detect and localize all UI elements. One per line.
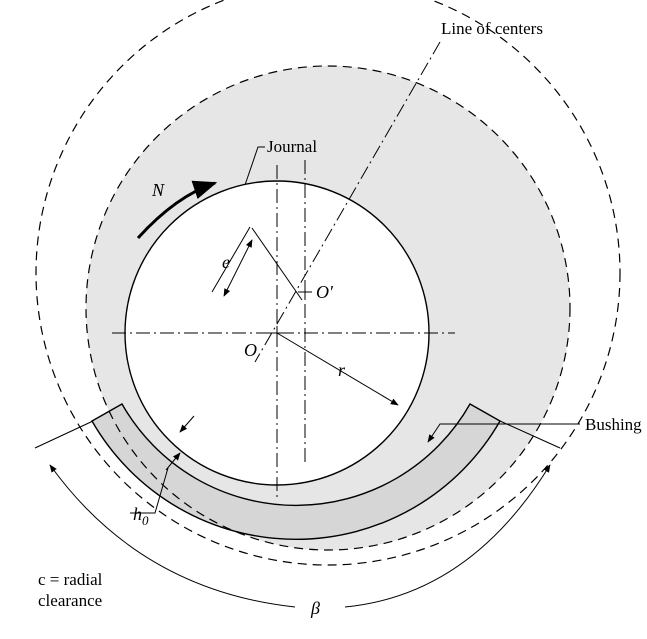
line-of-centers xyxy=(254,41,441,363)
bushing-label: Bushing xyxy=(585,415,642,434)
radial-clearance-label-line2: clearance xyxy=(38,591,102,610)
bushing-shell xyxy=(92,404,500,540)
journal-label: Journal xyxy=(267,137,317,156)
inner-dashed-circle xyxy=(85,65,571,551)
eccentricity-dimension-arrow xyxy=(223,239,253,297)
h0-leader xyxy=(130,467,169,514)
rotation-arrow xyxy=(136,180,218,240)
line-of-centers-label: Line of centers xyxy=(441,19,543,38)
radius-r-label: r xyxy=(338,360,346,380)
beta-extension-right xyxy=(499,420,561,449)
eccentricity-e-label: e xyxy=(222,252,230,272)
eccentricity-extension-2 xyxy=(251,227,303,301)
h0-arrow-bottom xyxy=(165,452,181,471)
h0-main: h xyxy=(133,504,142,524)
journal-leader xyxy=(244,146,265,186)
rotation-N-label: N xyxy=(151,180,165,200)
beta-arc-right xyxy=(344,464,551,608)
radius-dimension-arrow xyxy=(276,332,399,406)
radial-clearance-label-line1: c = radial xyxy=(38,570,103,589)
beta-label: β xyxy=(310,598,320,618)
h0-label: h0 xyxy=(133,504,149,528)
bushing-leader xyxy=(427,423,580,443)
center-O-prime-label: O′ xyxy=(316,282,334,302)
bushing-outline xyxy=(91,403,501,540)
h0-arrow-top xyxy=(179,415,195,433)
center-O-label: O xyxy=(244,340,257,360)
h0-subscript: 0 xyxy=(142,513,149,528)
outer-dashed-circle xyxy=(35,0,621,566)
beta-arc-left xyxy=(49,464,296,608)
center-O-prime-marker xyxy=(298,285,312,299)
beta-extension-left xyxy=(34,420,94,449)
